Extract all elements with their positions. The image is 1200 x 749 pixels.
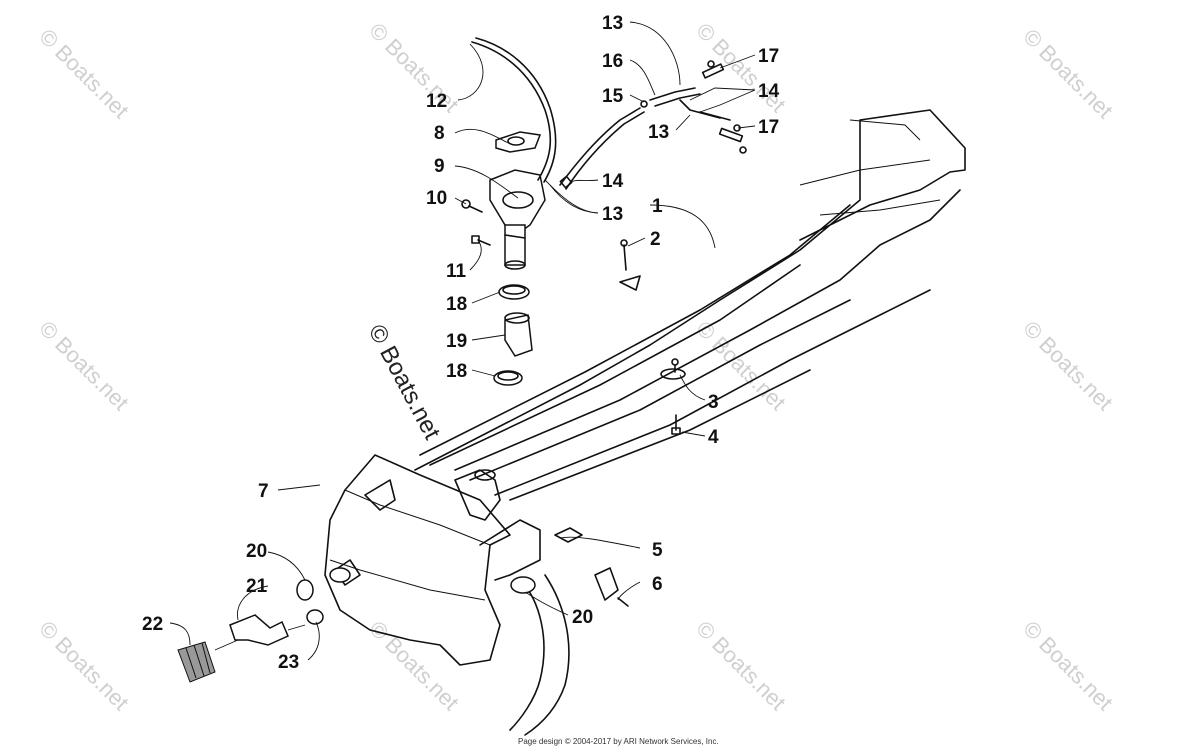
watermark: © Boats.net bbox=[691, 18, 790, 117]
callout-20-left: 20 bbox=[246, 541, 267, 562]
return-hose bbox=[509, 574, 570, 736]
clamp-23 bbox=[306, 609, 324, 625]
callout-18-upper: 18 bbox=[446, 294, 467, 315]
clamp-lower bbox=[493, 370, 523, 386]
callout-13-top: 13 bbox=[602, 13, 623, 34]
callout-22: 22 bbox=[142, 614, 163, 635]
callout-9: 9 bbox=[434, 156, 445, 177]
cap bbox=[495, 131, 542, 153]
watermark: © Boats.net bbox=[1018, 24, 1117, 123]
elbow-hose bbox=[229, 614, 289, 646]
callout-19: 19 bbox=[446, 331, 467, 352]
callout-13-low: 13 bbox=[602, 204, 623, 225]
clamp-20-right bbox=[510, 576, 536, 594]
outlet-fitting bbox=[454, 469, 501, 521]
bleeder-fitting bbox=[594, 567, 629, 607]
callout-4: 4 bbox=[708, 427, 719, 448]
overflow-hose bbox=[471, 37, 557, 183]
tee-fitting bbox=[640, 60, 747, 154]
watermark: © Boats.net bbox=[34, 24, 133, 123]
callout-labels: 1 2 3 4 5 6 7 8 9 10 11 12 13 13 13 14 1… bbox=[142, 13, 780, 673]
coupler-hose bbox=[504, 312, 533, 357]
watermark: © Boats.net bbox=[34, 316, 133, 415]
callout-14-left: 14 bbox=[602, 171, 624, 192]
callout-23: 23 bbox=[278, 652, 299, 673]
callout-5: 5 bbox=[652, 540, 663, 561]
footer-copyright: Page design © 2004-2017 by ARI Network S… bbox=[518, 737, 719, 746]
clamp-20-left bbox=[296, 579, 314, 601]
bolt bbox=[671, 414, 681, 435]
front-heat-exchanger bbox=[324, 454, 541, 666]
watermark-center: © Boats.net bbox=[363, 320, 446, 444]
callout-1: 1 bbox=[652, 196, 663, 217]
sensor-bracket bbox=[619, 239, 641, 291]
grommet bbox=[660, 358, 686, 380]
callout-16: 16 bbox=[602, 51, 623, 72]
callout-3: 3 bbox=[708, 392, 719, 413]
callout-11: 11 bbox=[446, 261, 467, 282]
callout-12: 12 bbox=[426, 91, 447, 112]
callout-17-top: 17 bbox=[758, 46, 779, 67]
callout-15: 15 bbox=[602, 86, 624, 107]
watermark: © Boats.net bbox=[1018, 316, 1117, 415]
callout-14-right: 14 bbox=[758, 81, 780, 102]
callout-21: 21 bbox=[246, 576, 268, 597]
coolant-filler-neck bbox=[489, 169, 546, 270]
housing-inlet bbox=[329, 567, 351, 583]
watermark: © Boats.net bbox=[1018, 616, 1117, 715]
mounting-bracket bbox=[554, 527, 583, 543]
watermark: © Boats.net bbox=[364, 616, 463, 715]
callout-13-mid: 13 bbox=[648, 122, 669, 143]
leader-lines bbox=[169, 21, 756, 661]
callout-6: 6 bbox=[652, 574, 663, 595]
callout-20-right: 20 bbox=[572, 607, 593, 628]
bolt-11 bbox=[471, 235, 491, 246]
screw bbox=[461, 199, 483, 213]
watermark: © Boats.net bbox=[691, 616, 790, 715]
heat-exchanger-rails bbox=[414, 109, 966, 501]
callout-17-bottom: 17 bbox=[758, 117, 779, 138]
watermark: © Boats.net bbox=[34, 616, 133, 715]
callout-18-lower: 18 bbox=[446, 361, 467, 382]
watermark: © Boats.net bbox=[691, 316, 790, 415]
watermark: © Boats.net bbox=[364, 18, 463, 117]
clamp-upper bbox=[498, 284, 530, 300]
callout-7: 7 bbox=[258, 481, 269, 502]
hose-coupler bbox=[177, 641, 216, 683]
callout-8: 8 bbox=[434, 123, 445, 144]
callout-2: 2 bbox=[650, 229, 661, 250]
callout-10: 10 bbox=[426, 188, 447, 209]
